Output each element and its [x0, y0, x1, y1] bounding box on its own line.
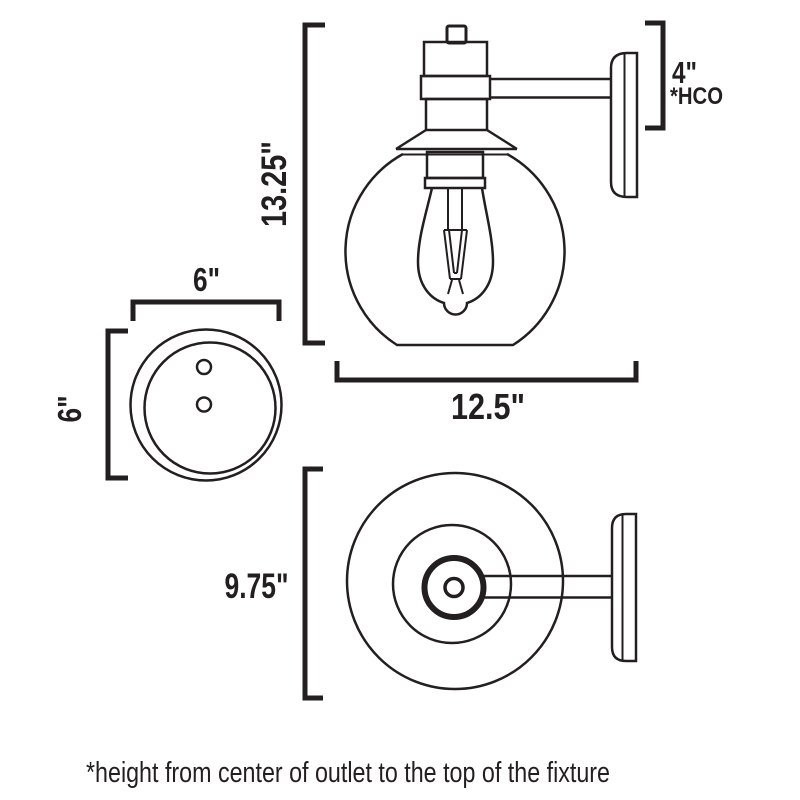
- backplate-height-bracket: [105, 328, 128, 481]
- hco-dimension-bracket: [645, 20, 666, 131]
- bulb-glass-outline: [416, 187, 495, 316]
- depth-dimension-label: 9.75": [225, 567, 289, 606]
- hco-dimension-label: 4": [672, 55, 697, 90]
- fixture-neck: [424, 97, 489, 132]
- bulb-stem: [447, 188, 463, 230]
- backplate-outer-circle: [129, 328, 283, 482]
- finial-top: [443, 576, 465, 599]
- backplate-width-label: 6": [193, 261, 220, 298]
- wall-plate-top: [610, 512, 638, 663]
- arm-band: [419, 74, 492, 101]
- top-view: 9.75": [225, 466, 638, 701]
- finial-knob: [445, 24, 468, 45]
- shade-cone: [395, 128, 518, 151]
- height-dimension-label: 13.25": [255, 141, 294, 227]
- backplate-inner-circle: [143, 341, 277, 475]
- depth-dimension-bracket: [302, 466, 323, 701]
- bulb-stem-flare: [447, 279, 464, 295]
- fixture-cap: [422, 40, 489, 78]
- hco-footnote: *height from center of outlet to the top…: [86, 757, 610, 789]
- filament-cage-outer: [443, 229, 468, 280]
- cap-ring: [421, 555, 487, 620]
- mounting-arm: [490, 77, 611, 99]
- mounting-hole-top: [195, 358, 213, 376]
- side-view: 13.25" 4" *HCO 12.5": [255, 20, 723, 427]
- wall-plate: [609, 51, 639, 199]
- mounting-hole-center: [195, 396, 213, 413]
- height-dimension-bracket: [302, 22, 325, 346]
- socket-body: [425, 150, 485, 180]
- shade-top-outline: [391, 523, 513, 645]
- hco-abbreviation-label: *HCO: [670, 83, 723, 110]
- globe-top-outline: [345, 471, 565, 691]
- backplate-width-bracket: [130, 299, 282, 321]
- edison-bulb: [416, 187, 495, 316]
- backplate-view: 6" 6": [51, 261, 283, 482]
- width-dimension-bracket: [334, 361, 639, 383]
- mounting-arm-top: [484, 574, 612, 599]
- backplate-height-label: 6": [51, 396, 88, 423]
- glass-globe: [344, 152, 566, 347]
- width-dimension-label: 12.5": [451, 386, 525, 427]
- filament-cage-inner: [448, 229, 463, 274]
- socket-collar: [423, 176, 487, 190]
